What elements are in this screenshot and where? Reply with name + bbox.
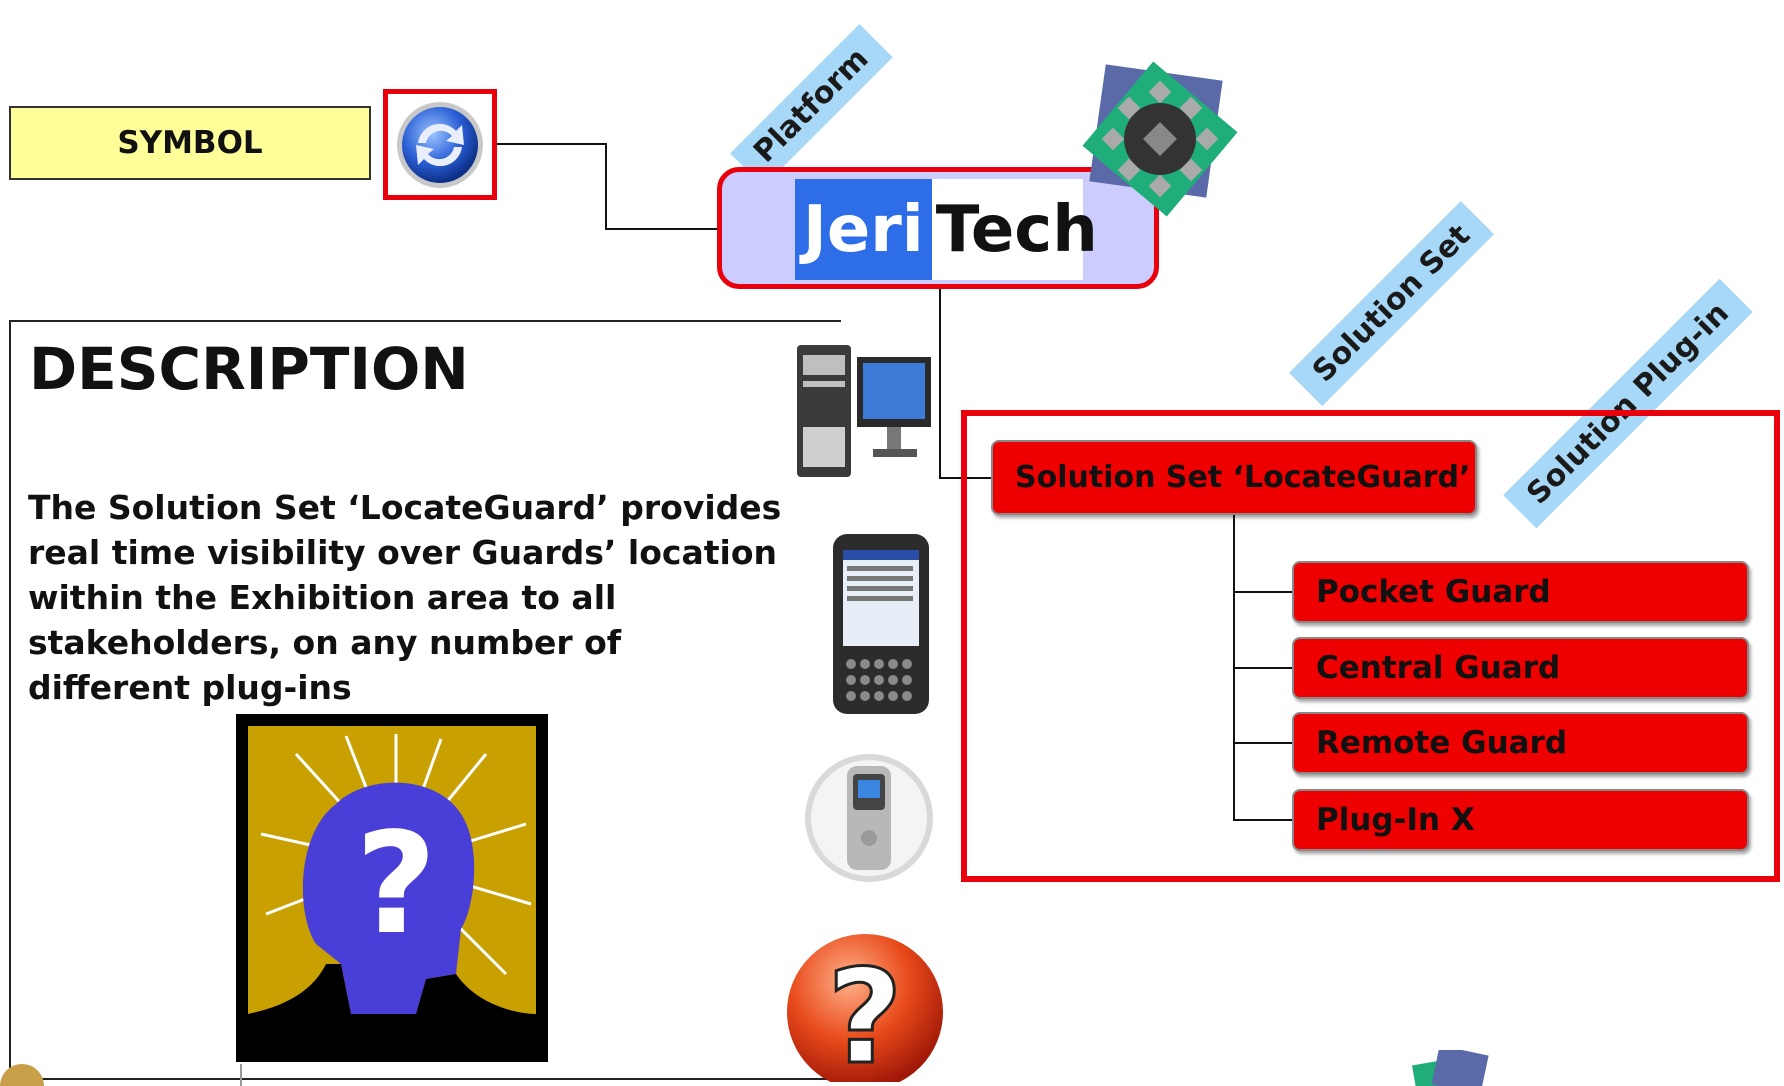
platform-chip-icon [1082, 61, 1238, 217]
flip-phone-icon [805, 754, 933, 882]
connector-symbol-v [605, 143, 607, 230]
platform-tag: Platform [730, 24, 893, 187]
bottom-right-chip-icon [1411, 1050, 1489, 1086]
bottom-left-logo [0, 1064, 242, 1086]
connector-remote [1233, 742, 1293, 744]
solution-set-tag: Solution Set [1288, 200, 1495, 407]
logo-part-tech: Tech [935, 192, 1098, 267]
help-question-icon[interactable]: ? [785, 932, 945, 1082]
symbol-label-box: SYMBOL [9, 106, 371, 180]
symbol-icon-frame[interactable] [383, 89, 497, 200]
plugin-central-guard[interactable]: Central Guard [1292, 637, 1749, 699]
connector-pluginx [1233, 819, 1293, 821]
plugin-x[interactable]: Plug-In X [1292, 789, 1749, 851]
description-text: The Solution Set ‘LocateGuard’ provides … [28, 488, 782, 707]
plugin-remote-guard[interactable]: Remote Guard [1292, 712, 1749, 774]
logo-part-jeri: Jeri [795, 179, 932, 280]
jeritech-logo: Jeri Tech [795, 179, 1098, 280]
connector-central [1233, 667, 1293, 669]
solution-set-button[interactable]: Solution Set ‘LocateGuard’ [991, 440, 1477, 515]
plugin-pocket-guard[interactable]: Pocket Guard [1292, 561, 1749, 623]
connector-symbol-h2 [605, 228, 719, 230]
sync-arrows-icon [397, 101, 483, 188]
connector-pocket [1233, 591, 1293, 593]
question-head-image: ? [236, 714, 548, 1062]
svg-text:?: ? [827, 941, 902, 1082]
connector-platform-v [939, 289, 941, 478]
pda-device-icon [833, 534, 929, 714]
connector-symbol-h [497, 143, 607, 145]
solution-frame [961, 410, 1780, 882]
desktop-computer-icon [797, 345, 931, 477]
svg-text:?: ? [355, 803, 436, 966]
description-title: DESCRIPTION [29, 335, 469, 403]
